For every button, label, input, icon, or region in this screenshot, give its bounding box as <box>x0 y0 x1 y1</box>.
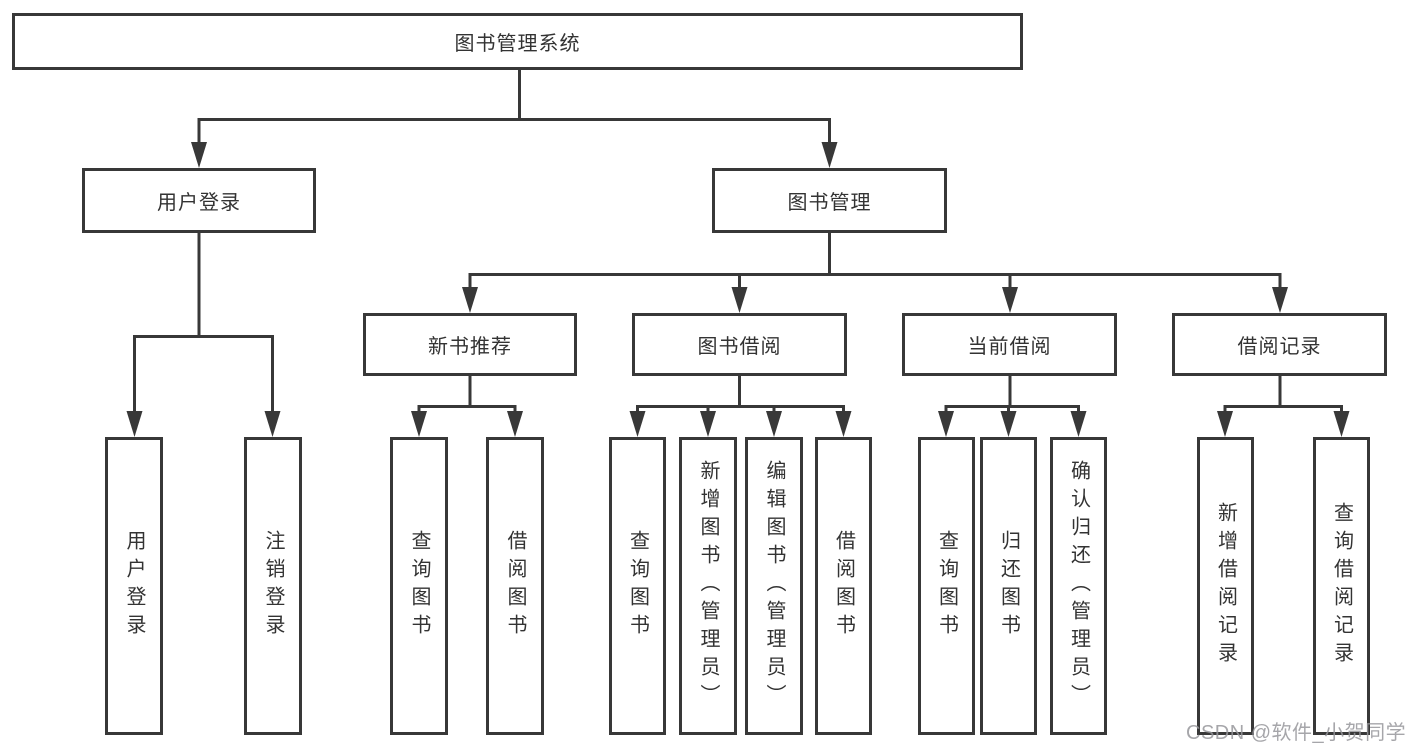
leaf-borrow-query-book: 查询图书 <box>609 437 666 735</box>
node-borrow-records: 借阅记录 <box>1172 313 1387 376</box>
leaf-borrow-query-book-label: 查询图书 <box>626 530 649 642</box>
leaf-current-query-book-label: 查询图书 <box>935 530 958 642</box>
leaf-logout-label: 注销登录 <box>262 530 284 642</box>
node-borrow-records-label: 借阅记录 <box>1237 336 1322 358</box>
leaf-query-borrow-record-label: 查询借阅记录 <box>1330 502 1353 670</box>
csdn-watermark: CSDN @软件_小贺同学 <box>1186 722 1405 744</box>
node-new-book-recommend-label: 新书推荐 <box>428 336 512 358</box>
node-book-borrow-label: 图书借阅 <box>697 336 782 358</box>
leaf-return-book: 归还图书 <box>980 437 1037 735</box>
leaf-newbooks-borrow-book-label: 借阅图书 <box>504 530 526 642</box>
leaf-add-book-admin-label: 新增图书（管理员） <box>697 460 719 712</box>
node-root: 图书管理系统 <box>12 13 1023 70</box>
leaf-user-login-label: 用户登录 <box>123 530 145 642</box>
leaf-add-book-admin: 新增图书（管理员） <box>679 437 737 735</box>
node-user-login: 用户登录 <box>82 168 316 233</box>
leaf-borrow-borrow-book: 借阅图书 <box>815 437 872 735</box>
leaf-confirm-return-admin-label: 确认归还（管理员） <box>1067 460 1090 712</box>
node-book-borrow: 图书借阅 <box>632 313 847 376</box>
leaf-edit-book-admin: 编辑图书（管理员） <box>745 437 803 735</box>
node-book-management: 图书管理 <box>712 168 947 233</box>
node-current-borrow: 当前借阅 <box>902 313 1117 376</box>
leaf-newbooks-query-book-label: 查询图书 <box>408 530 430 642</box>
leaf-borrow-borrow-book-label: 借阅图书 <box>832 530 855 642</box>
leaf-return-book-label: 归还图书 <box>997 530 1020 642</box>
leaf-confirm-return-admin: 确认归还（管理员） <box>1050 437 1107 735</box>
leaf-newbooks-borrow-book: 借阅图书 <box>486 437 544 735</box>
leaf-query-borrow-record: 查询借阅记录 <box>1313 437 1370 735</box>
node-current-borrow-label: 当前借阅 <box>967 336 1052 358</box>
leaf-add-borrow-record: 新增借阅记录 <box>1197 437 1254 735</box>
node-root-label: 图书管理系统 <box>454 33 581 55</box>
leaf-user-login: 用户登录 <box>105 437 163 735</box>
leaf-edit-book-admin-label: 编辑图书（管理员） <box>763 460 785 712</box>
leaf-add-borrow-record-label: 新增借阅记录 <box>1214 502 1237 670</box>
node-book-management-label: 图书管理 <box>787 192 872 214</box>
leaf-newbooks-query-book: 查询图书 <box>390 437 448 735</box>
node-new-book-recommend: 新书推荐 <box>363 313 577 376</box>
leaf-logout: 注销登录 <box>244 437 302 735</box>
leaf-current-query-book: 查询图书 <box>918 437 975 735</box>
node-user-login-label: 用户登录 <box>157 192 241 214</box>
